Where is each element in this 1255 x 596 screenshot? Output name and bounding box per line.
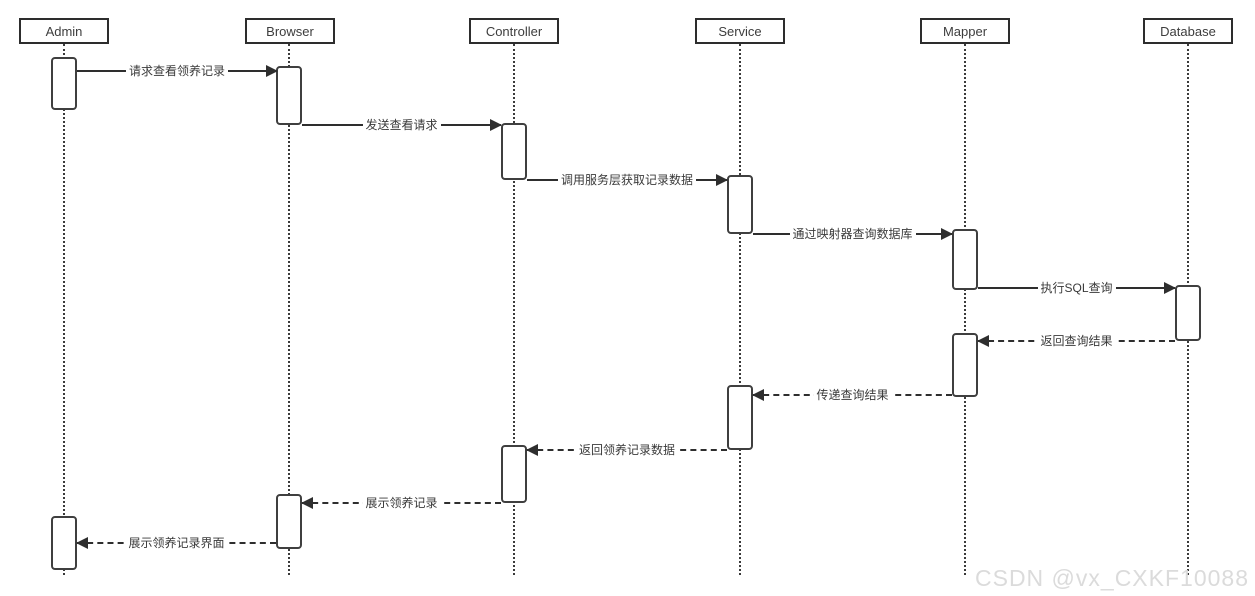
lifeline-mapper	[964, 44, 966, 575]
message-label: 展示领养记录	[362, 495, 441, 511]
message-label: 执行SQL查询	[1037, 280, 1116, 296]
actor-box-database: Database	[1143, 18, 1233, 44]
actor-label: Database	[1160, 23, 1216, 39]
activation-database-1	[1175, 285, 1201, 341]
arrowhead-right-icon	[1164, 282, 1176, 294]
lifeline-service	[739, 44, 741, 575]
activation-admin-1	[51, 57, 77, 110]
activation-service-1	[727, 175, 753, 234]
lifeline-browser	[288, 44, 290, 575]
arrowhead-left-icon	[526, 444, 538, 456]
actor-box-service: Service	[695, 18, 785, 44]
message-label: 通过映射器查询数据库	[789, 226, 916, 242]
activation-browser-2	[276, 494, 302, 549]
activation-mapper-2	[952, 333, 978, 397]
arrowhead-left-icon	[76, 537, 88, 549]
watermark: CSDN @vx_CXKF10088	[975, 565, 1249, 591]
activation-controller-1	[501, 123, 527, 180]
actor-box-admin: Admin	[19, 18, 109, 44]
actor-label: Admin	[45, 23, 83, 39]
message-label: 展示领养记录界面	[125, 535, 228, 551]
activation-browser-1	[276, 66, 302, 125]
actor-label: Browser	[266, 23, 314, 39]
arrowhead-left-icon	[977, 335, 989, 347]
message-label: 请求查看领养记录	[125, 63, 229, 79]
activation-mapper-1	[952, 229, 978, 290]
actor-box-mapper: Mapper	[920, 18, 1010, 44]
message-label: 传递查询结果	[813, 387, 892, 403]
arrowhead-right-icon	[490, 119, 502, 131]
actor-box-controller: Controller	[469, 18, 559, 44]
actor-label: Controller	[485, 23, 543, 39]
arrowhead-left-icon	[301, 497, 313, 509]
message-label: 发送查看请求	[362, 117, 441, 133]
arrowhead-left-icon	[752, 389, 764, 401]
actor-label: Service	[718, 23, 762, 39]
message-label: 返回查询结果	[1037, 333, 1116, 349]
message-label: 返回领养记录数据	[575, 442, 679, 458]
lifeline-controller	[513, 44, 515, 575]
activation-admin-2	[51, 516, 77, 570]
arrowhead-right-icon	[941, 228, 953, 240]
arrowhead-right-icon	[266, 65, 278, 77]
activation-service-2	[727, 385, 753, 450]
arrowhead-right-icon	[716, 174, 728, 186]
message-label: 调用服务层获取记录数据	[557, 172, 697, 188]
activation-controller-2	[501, 445, 527, 503]
lifeline-admin	[63, 44, 65, 575]
actor-box-browser: Browser	[245, 18, 335, 44]
actor-label: Mapper	[942, 23, 988, 39]
